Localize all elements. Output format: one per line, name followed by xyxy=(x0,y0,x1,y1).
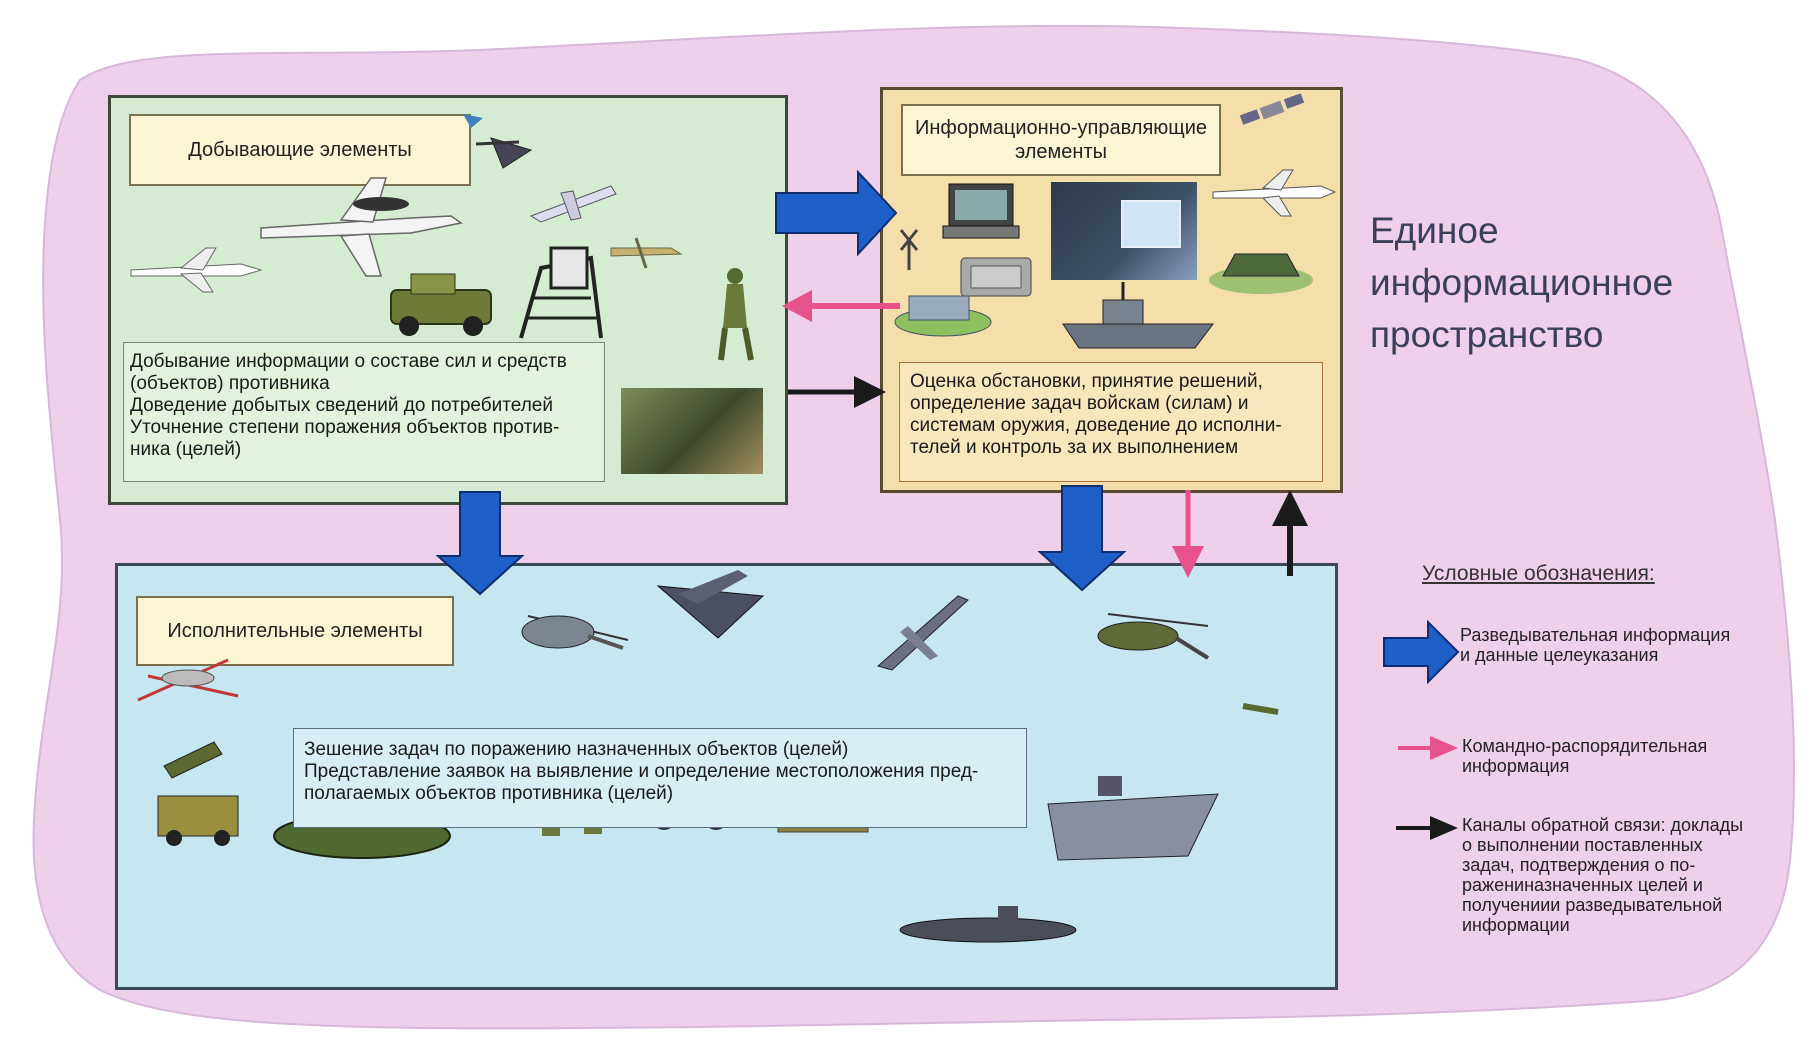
operator-photo xyxy=(1051,182,1197,280)
title-line: Единое xyxy=(1370,210,1499,251)
control-elements-panel: Информационно-управляющие элементы xyxy=(880,87,1343,493)
computer-screen-icon xyxy=(1121,200,1181,248)
gathering-illustrations xyxy=(130,114,754,361)
control-elements-title: Информационно-управляющие элементы xyxy=(901,104,1221,176)
mlrs-icon xyxy=(157,741,239,846)
legend-title: Условные обозначения: xyxy=(1422,562,1655,585)
control-desc-line: определение задач войскам (силам) и xyxy=(910,393,1249,414)
aircraft-icon xyxy=(1212,169,1337,217)
control-title-line: элементы xyxy=(1014,141,1107,163)
legend-line: задач, подтверждения о по- xyxy=(1462,855,1696,875)
warship-icon xyxy=(1062,282,1214,349)
aircraft-red-icon xyxy=(137,658,239,702)
legend-line: информация xyxy=(1462,756,1570,776)
executive-description: Зешение задач по поражению назначенных о… xyxy=(293,728,1027,828)
soldiers-photo xyxy=(621,388,763,474)
tent-icon xyxy=(1209,253,1313,294)
fighter-jet-icon xyxy=(656,570,765,639)
gathering-desc-line: (объектов) противника xyxy=(130,373,330,394)
uav-icon xyxy=(529,185,617,223)
uav-small-icon xyxy=(610,237,683,269)
control-desc-line: системам оружия, доведение до исполни- xyxy=(910,415,1282,436)
helicopter-icon xyxy=(521,615,629,650)
fighter-jet-small-icon xyxy=(876,595,969,671)
submarine-icon xyxy=(899,906,1077,943)
control-illustrations xyxy=(894,93,1337,349)
gathering-desc-line: Доведение добытых сведений до потребител… xyxy=(130,395,553,416)
title-line: информационное xyxy=(1370,262,1674,303)
legend-line: информации xyxy=(1462,915,1570,935)
executive-elements-title: Исполнительные элементы xyxy=(136,596,454,666)
gathering-description: Добывание информации о составе сил и сре… xyxy=(123,342,605,482)
attack-helicopter-icon xyxy=(1097,613,1210,660)
phone-icon xyxy=(960,257,1032,297)
gathering-desc-line: Добывание информации о составе сил и сре… xyxy=(130,351,567,372)
legend-item-command: Командно-распорядительная информация xyxy=(1462,736,1762,776)
aircraft-carrier-icon xyxy=(1047,776,1219,861)
legend-line: Каналы обратной связи: доклады xyxy=(1462,815,1744,835)
gathering-elements-panel: Добывающие элементы xyxy=(108,95,788,505)
awacs-aircraft-icon xyxy=(260,177,463,277)
control-title-line: Информационно-управляющие xyxy=(914,117,1208,139)
ground-station-icon xyxy=(894,295,992,337)
drone-icon xyxy=(463,114,533,169)
gathering-desc-line: Уточнение степени поражения объектов про… xyxy=(130,417,560,438)
radar-station-icon xyxy=(519,246,603,339)
gathering-elements-title: Добывающие элементы xyxy=(129,114,471,186)
executive-desc-line: полагаемых объектов противника (целей) xyxy=(304,783,674,804)
control-description: Оценка обстановки, принятие решений, опр… xyxy=(899,362,1323,482)
control-desc-line: Оценка обстановки, принятие решений, xyxy=(910,371,1263,392)
legend-line: и данные целеуказания xyxy=(1460,645,1659,665)
antenna-icon xyxy=(899,229,919,270)
executive-elements-panel: Исполнительные элементы xyxy=(115,563,1338,990)
executive-desc-line: Представление заявок на выявление и опре… xyxy=(304,761,979,782)
control-desc-line: телей и контроль за их выполнением xyxy=(910,437,1239,458)
legend-line: получениии разведывательной xyxy=(1462,895,1723,915)
gathering-desc-line: ника (целей) xyxy=(130,439,242,460)
executive-desc-line: Зешение задач по поражению назначенных о… xyxy=(304,739,849,760)
missile-icon xyxy=(1242,703,1279,715)
legend-line: Командно-распорядительная xyxy=(1462,736,1708,756)
laptop-icon xyxy=(942,183,1020,239)
legend-line: Разведывательная информация xyxy=(1460,625,1731,645)
legend-item-intel: Разведывательная информация и данные цел… xyxy=(1460,625,1760,665)
unified-info-space-title: Единое информационное пространство xyxy=(1370,205,1674,361)
satellite-icon xyxy=(1239,93,1305,125)
legend-item-feedback: Каналы обратной связи: доклады о выполне… xyxy=(1462,815,1762,935)
legend-line: ражениназначенных целей и xyxy=(1462,875,1703,895)
armored-vehicle-icon xyxy=(390,273,492,336)
legend-line: о выполнении поставленных xyxy=(1462,835,1703,855)
recon-aircraft-icon xyxy=(130,247,263,293)
soldier-icon xyxy=(718,268,754,361)
title-line: пространство xyxy=(1370,314,1604,355)
